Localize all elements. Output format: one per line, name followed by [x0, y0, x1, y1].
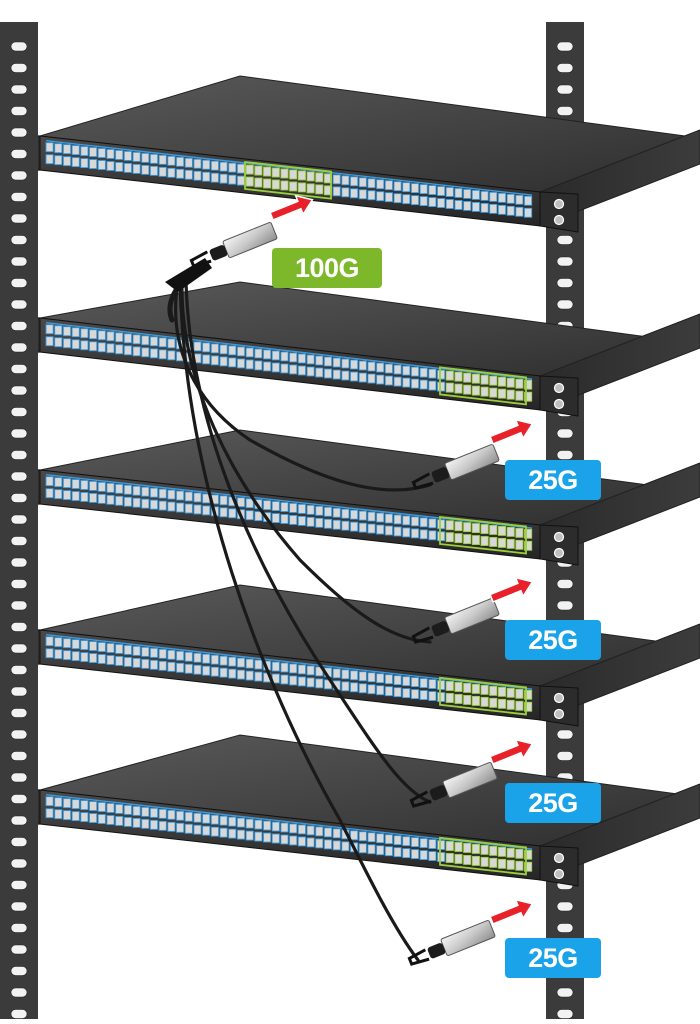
cable-to-switch-2: [174, 280, 432, 492]
rack-rail-left: [0, 22, 38, 1019]
cable-to-switch-3: [180, 280, 432, 644]
network-switch-3: [3, 429, 700, 566]
insert-arrow-3: [489, 738, 534, 765]
sfp-connector-2: [411, 598, 500, 644]
downlink-speed-badge-2: 25G: [505, 620, 601, 660]
network-switch-4: [3, 584, 700, 727]
cable-uplink-boot: [167, 287, 179, 323]
qsfp-uplink-connector: [189, 222, 278, 268]
breakout-cables: [167, 280, 432, 962]
switch-ports-1: [45, 142, 533, 218]
downlink-speed-badge-1: 25G: [505, 460, 601, 500]
downlink-speed-badge-4: 25G: [505, 938, 601, 978]
sfp-connector-4: [407, 920, 496, 966]
sfp-connector-3: [409, 762, 498, 808]
qsfp-pull-tab: [165, 258, 212, 292]
uplink-speed-badge: 100G: [272, 248, 382, 288]
insert-arrow-2: [489, 576, 534, 603]
insert-arrow-1: [489, 418, 534, 445]
switch-ports-4: [45, 636, 533, 712]
downlink-speed-badge-3: 25G: [505, 783, 601, 823]
switch-ports-3: [45, 476, 533, 551]
cable-to-switch-5: [178, 280, 420, 962]
network-switch-2: [3, 281, 700, 417]
insert-arrow-4: [489, 898, 534, 925]
insert-arrow-uplink: [269, 194, 314, 221]
network-switch-1: [3, 75, 700, 233]
cable-to-switch-4: [184, 280, 432, 804]
sfp-connector-1: [411, 444, 500, 490]
